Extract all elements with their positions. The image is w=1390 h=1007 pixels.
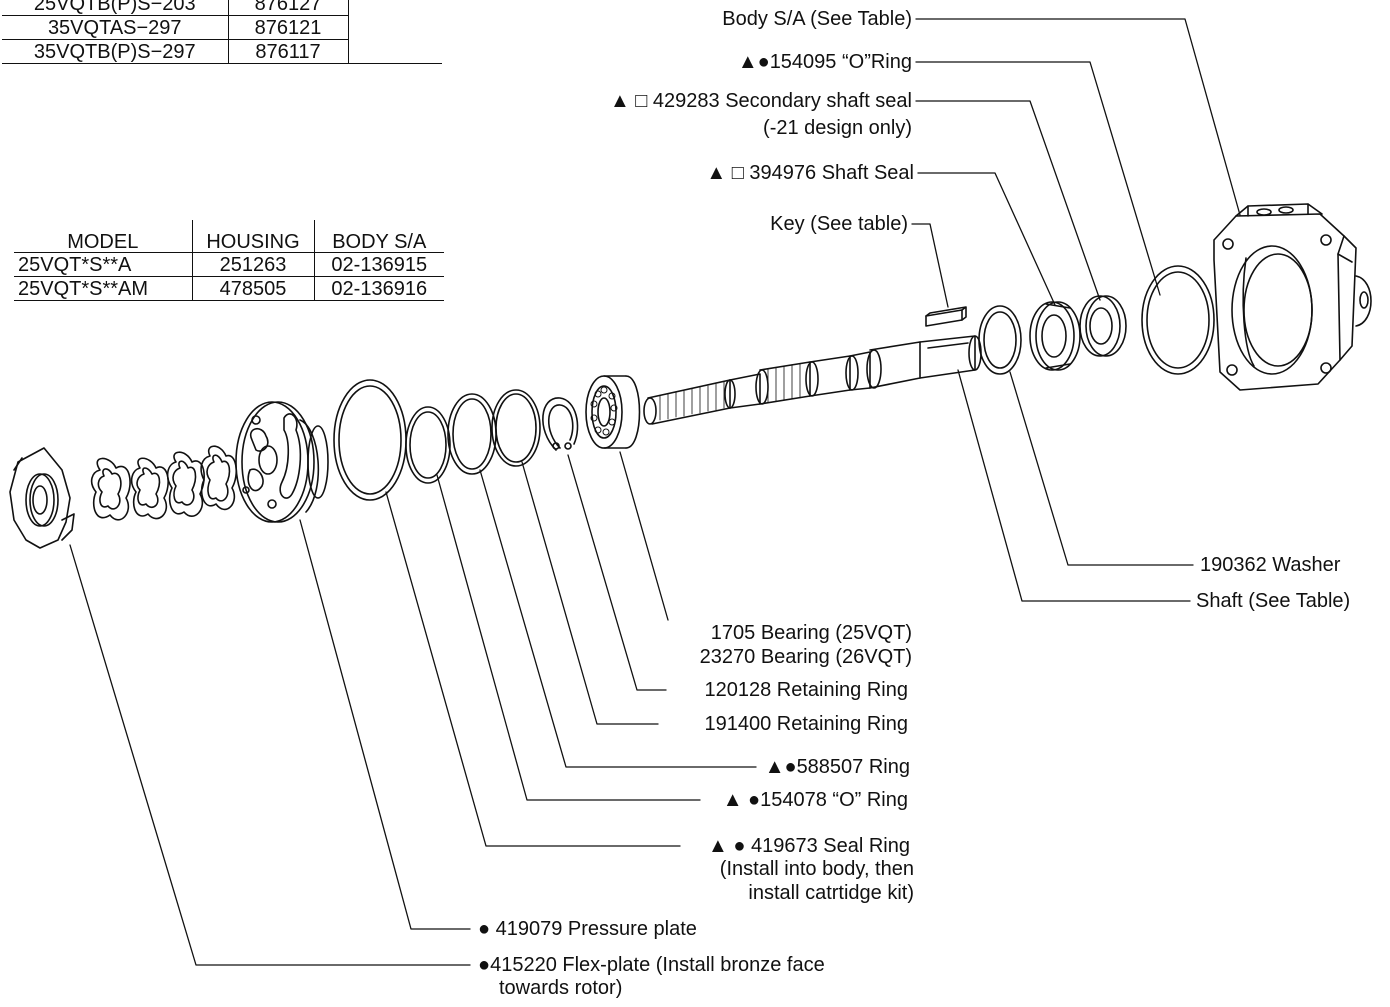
table-cell: 02-136915 xyxy=(314,252,444,277)
oring-154078-part xyxy=(405,406,451,484)
pressure-plate-part xyxy=(235,401,329,523)
table-cell xyxy=(348,39,442,64)
top-parts-table: 25VQTB(P)S−203 876127 35VQTAS−297 876121… xyxy=(2,0,442,64)
column-header-housing: HOUSING xyxy=(192,220,315,253)
table-cell: 35VQTB(P)S−297 xyxy=(2,39,229,64)
leader-shaft xyxy=(957,369,1191,602)
table-header-row: MODEL HOUSING BODY S/A xyxy=(14,220,444,253)
leader-seal-ring xyxy=(385,491,681,847)
leader-oring-154095 xyxy=(915,61,1161,296)
shaft-part xyxy=(643,335,982,425)
leader-washer xyxy=(1009,371,1194,566)
label-seal-ring-note-2: install catrtidge kit) xyxy=(748,882,914,904)
column-header-body: BODY S/A xyxy=(314,220,444,253)
table-row: 25VQT*S**AM 478505 02-136916 xyxy=(14,276,444,301)
label-flex-plate: ●415220 Flex-plate (Install bronze face xyxy=(478,954,825,976)
label-secondary-shaft-seal-note: (-21 design only) xyxy=(763,117,912,139)
table-cell: 25VQT*S**AM xyxy=(14,276,193,301)
kidney-seals xyxy=(90,445,238,521)
oring-154095-part xyxy=(1141,265,1215,375)
seal-ring-part xyxy=(333,379,407,501)
leader-oring-154078 xyxy=(436,474,701,801)
table-cell: 25VQTB(P)S−203 xyxy=(2,0,229,16)
table-cell: 251263 xyxy=(192,252,315,277)
leader-body xyxy=(915,18,1241,216)
leader-bearing xyxy=(619,451,669,621)
table-cell: 25VQT*S**A xyxy=(14,252,193,277)
bearing-part xyxy=(585,375,641,449)
label-flex-plate-note: towards rotor) xyxy=(499,977,623,999)
table-cell: 478505 xyxy=(192,276,315,301)
table-cell: 876121 xyxy=(228,15,349,40)
table-row: 25VQTB(P)S−203 876127 xyxy=(2,0,442,16)
shaft-seal-part xyxy=(1029,301,1081,371)
leader-secondary-seal xyxy=(915,100,1101,301)
label-bearing-25vqt: 1705 Bearing (25VQT) xyxy=(710,622,912,644)
label-washer: 190362 Washer xyxy=(1200,554,1341,576)
label-seal-ring-note-1: (Install into body, then xyxy=(719,858,914,880)
label-shaft: Shaft (See Table) xyxy=(1196,590,1351,612)
label-pressure-plate: ● 419079 Pressure plate xyxy=(478,918,697,940)
table-cell: 876127 xyxy=(228,0,349,16)
label-shaft-seal: ▲ □ 394976 Shaft Seal xyxy=(706,162,914,184)
leader-key xyxy=(911,223,949,308)
body-housing-part xyxy=(1213,203,1372,391)
table-cell: 02-136916 xyxy=(314,276,444,301)
retaining-ring-191400-part xyxy=(491,389,541,467)
column-header-model: MODEL xyxy=(14,220,193,253)
label-secondary-shaft-seal: ▲ □ 429283 Secondary shaft seal xyxy=(609,90,912,112)
washer-part xyxy=(978,305,1022,375)
label-key: Key (See table) xyxy=(770,213,908,235)
leader-pressure-plate xyxy=(299,519,471,930)
label-retaining-ring-120128: 120128 Retaining Ring xyxy=(704,679,909,701)
leader-shaft-seal xyxy=(917,172,1056,306)
flex-plate-part xyxy=(9,447,75,549)
bearing-balls xyxy=(590,386,618,436)
leader-flex-plate xyxy=(69,544,471,966)
label-bearing-26vqt: 23270 Bearing (26VQT) xyxy=(699,646,912,668)
label-body-sa: Body S/A (See Table) xyxy=(722,8,912,30)
leader-retaining-120128 xyxy=(567,454,667,691)
table-cell: 35VQTAS−297 xyxy=(2,15,229,40)
label-retaining-ring-191400: 191400 Retaining Ring xyxy=(704,713,909,735)
key-part xyxy=(925,306,967,327)
table-row: 25VQT*S**A 251263 02-136915 xyxy=(14,252,444,277)
leader-lines xyxy=(69,18,1241,966)
secondary-seal-part xyxy=(1079,295,1127,357)
model-table: MODEL HOUSING BODY S/A 25VQT*S**A 251263… xyxy=(14,220,444,301)
ring-588507-part xyxy=(447,393,497,475)
label-ring-588507: ▲●588507 Ring xyxy=(764,756,910,778)
label-seal-ring: ▲ ● 419673 Seal Ring xyxy=(707,835,910,857)
table-cell: 876117 xyxy=(228,39,349,64)
table-row: 35VQTAS−297 876121 xyxy=(2,15,442,40)
table-row: 35VQTB(P)S−297 876117 xyxy=(2,39,442,64)
label-oring-154078: ▲ ●154078 “O” Ring xyxy=(722,789,908,811)
label-oring-154095: ▲●154095 “O”Ring xyxy=(737,51,912,73)
leader-ring-588507 xyxy=(479,469,757,768)
leader-retaining-191400 xyxy=(521,461,659,725)
retaining-ring-120128-part xyxy=(542,397,579,451)
